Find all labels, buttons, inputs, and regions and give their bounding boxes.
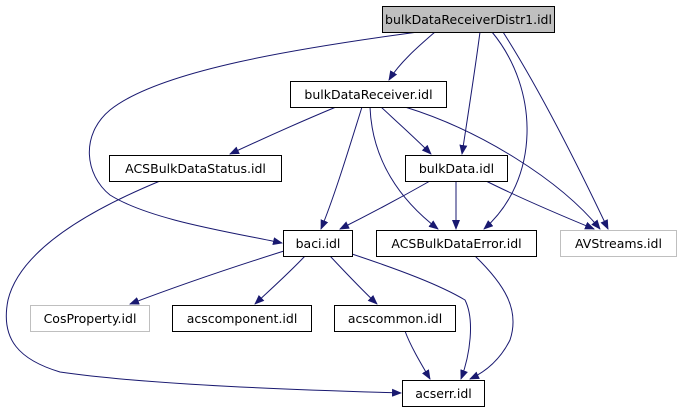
- node-receiver[interactable]: bulkDataReceiver.idl: [290, 81, 447, 108]
- edge-root-to-receiver: [388, 31, 436, 81]
- edge-error-to-acserr: [469, 255, 514, 380]
- node-avstreams[interactable]: AVStreams.idl: [560, 230, 677, 257]
- node-box: [560, 230, 677, 257]
- edge-receiver-to-bulkdata: [380, 106, 432, 155]
- node-box: [30, 305, 150, 332]
- node-label: ACSBulkDataStatus.idl: [125, 161, 266, 176]
- node-root[interactable]: bulkDataReceiverDistr1.idl: [382, 6, 555, 33]
- edge-root-to-bulkdata: [459, 31, 481, 155]
- edge-baci-to-acscommon: [329, 255, 378, 305]
- node-box: [334, 305, 456, 332]
- node-box: [283, 230, 353, 257]
- edge-status-to-acserr: [5, 180, 402, 397]
- edge-receiver-to-status: [229, 106, 337, 155]
- node-box: [290, 81, 447, 108]
- node-label: acscommon.idl: [348, 311, 442, 326]
- node-acscommon[interactable]: acscommon.idl: [334, 305, 456, 332]
- edge-root-to-avstreams: [502, 31, 609, 230]
- node-acscomponent[interactable]: acscomponent.idl: [172, 305, 312, 332]
- node-box: [109, 155, 282, 182]
- edge-receiver-to-baci: [320, 106, 363, 230]
- node-status[interactable]: ACSBulkDataStatus.idl: [109, 155, 282, 182]
- node-label: ACSBulkDataError.idl: [391, 236, 521, 251]
- node-label: bulkData.idl: [419, 161, 494, 176]
- edge-baci-to-cosprop: [129, 250, 285, 305]
- edge-receiver-to-error: [369, 106, 439, 230]
- node-label: baci.idl: [296, 236, 341, 251]
- node-label: bulkDataReceiverDistr1.idl: [385, 12, 552, 27]
- node-bulkdata[interactable]: bulkData.idl: [405, 155, 508, 182]
- node-box: [405, 155, 508, 182]
- node-label: acserr.idl: [415, 386, 472, 401]
- edge-acscommon-to-acserr: [404, 330, 431, 380]
- node-label: bulkDataReceiver.idl: [304, 87, 432, 102]
- edge-receiver-to-avstreams: [404, 106, 601, 230]
- node-error[interactable]: ACSBulkDataError.idl: [376, 230, 537, 257]
- edge-bulkdata-to-baci: [339, 180, 431, 230]
- node-label: CosProperty.idl: [44, 311, 137, 326]
- node-cosprop[interactable]: CosProperty.idl: [30, 305, 150, 332]
- node-acserr[interactable]: acserr.idl: [402, 380, 485, 407]
- edge-root-to-error: [483, 31, 528, 230]
- node-label: AVStreams.idl: [575, 236, 662, 251]
- node-baci[interactable]: baci.idl: [283, 230, 353, 257]
- edge-baci-to-acserr: [351, 253, 472, 380]
- node-box: [402, 380, 485, 407]
- node-box: [382, 6, 555, 33]
- node-box: [172, 305, 312, 332]
- edge-baci-to-acscomponent: [254, 255, 306, 305]
- edge-root-to-baci: [88, 31, 419, 246]
- node-box: [376, 230, 537, 257]
- node-label: acscomponent.idl: [187, 311, 298, 326]
- edge-bulkdata-to-avstreams: [485, 180, 595, 230]
